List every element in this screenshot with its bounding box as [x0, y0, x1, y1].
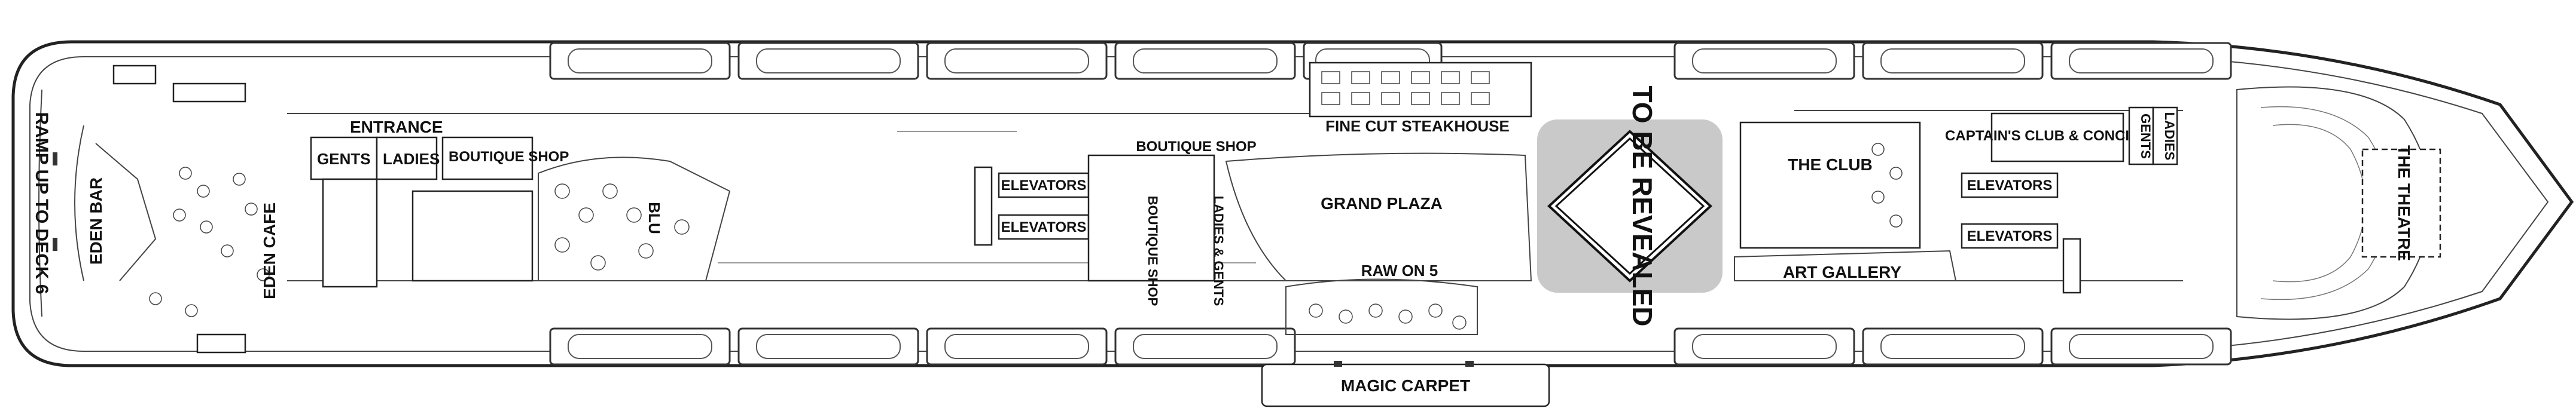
entrance-label: ENTRANCE	[350, 118, 443, 136]
grand-plaza	[1225, 152, 1532, 281]
the-club	[1739, 121, 1921, 249]
inner-hull	[29, 56, 2549, 352]
lifeboats-port	[549, 42, 2232, 80]
captains-club	[1990, 112, 2124, 162]
ladies-label: LADIES	[383, 150, 440, 168]
magic-carpet-label: MAGIC CARPET	[1341, 376, 1470, 395]
ramp-label: RAMP UP TO DECK 6	[32, 112, 51, 294]
elevators-fwd-1: ELEVATORS	[1967, 177, 2053, 194]
boutique-shop-mid-label: BOUTIQUE SHOP	[1136, 139, 1256, 155]
boutique-shop-vertical-label: BOUTIQUE SHOP	[1145, 196, 1160, 306]
the-theatre-label: THE THEATRE	[2395, 145, 2413, 261]
gents-label: GENTS	[317, 150, 371, 168]
eden-bar-label: EDEN BAR	[87, 177, 105, 265]
aft-lounge	[38, 65, 270, 354]
fwd-elevators	[1961, 172, 2081, 294]
elevators-mid-2: ELEVATORS	[1001, 219, 1087, 235]
fine-cut-label: FINE CUT STEAKHOUSE	[1325, 117, 1510, 135]
gents-fwd-label: GENTS	[2138, 113, 2153, 159]
the-club-label: THE CLUB	[1788, 155, 1873, 174]
mid-elevators	[974, 154, 1215, 282]
magic-carpet	[1261, 363, 1550, 407]
elevators-fwd-2: ELEVATORS	[1967, 228, 2053, 244]
raw-on-5	[1285, 278, 1478, 335]
elevators-mid-1: ELEVATORS	[1001, 177, 1087, 194]
the-theatre	[2236, 86, 2441, 320]
fine-cut-steakhouse	[1309, 62, 1532, 118]
lifeboats-starboard	[549, 327, 2232, 366]
blu-restaurant	[538, 157, 731, 281]
ladies-gents-label: LADIES & GENTS	[1211, 196, 1226, 306]
to-be-revealed-sign	[1547, 130, 1712, 283]
grand-plaza-label: GRAND PLAZA	[1321, 194, 1443, 213]
art-gallery	[1734, 250, 1957, 281]
to-be-revealed-label: TO BE REVEALED	[1627, 86, 1658, 327]
boutique-shop-aft-label: BOUTIQUE SHOP	[449, 149, 569, 165]
ladies-fwd-label: LADIES	[2162, 112, 2177, 161]
ship-hull	[11, 40, 2574, 367]
raw-on-5-label: RAW ON 5	[1361, 262, 1438, 280]
entrance-block	[310, 136, 534, 288]
eden-cafe-label: EDEN CAFE	[260, 203, 279, 299]
blu-label: BLU	[645, 202, 663, 234]
art-gallery-label: ART GALLERY	[1783, 263, 1901, 281]
